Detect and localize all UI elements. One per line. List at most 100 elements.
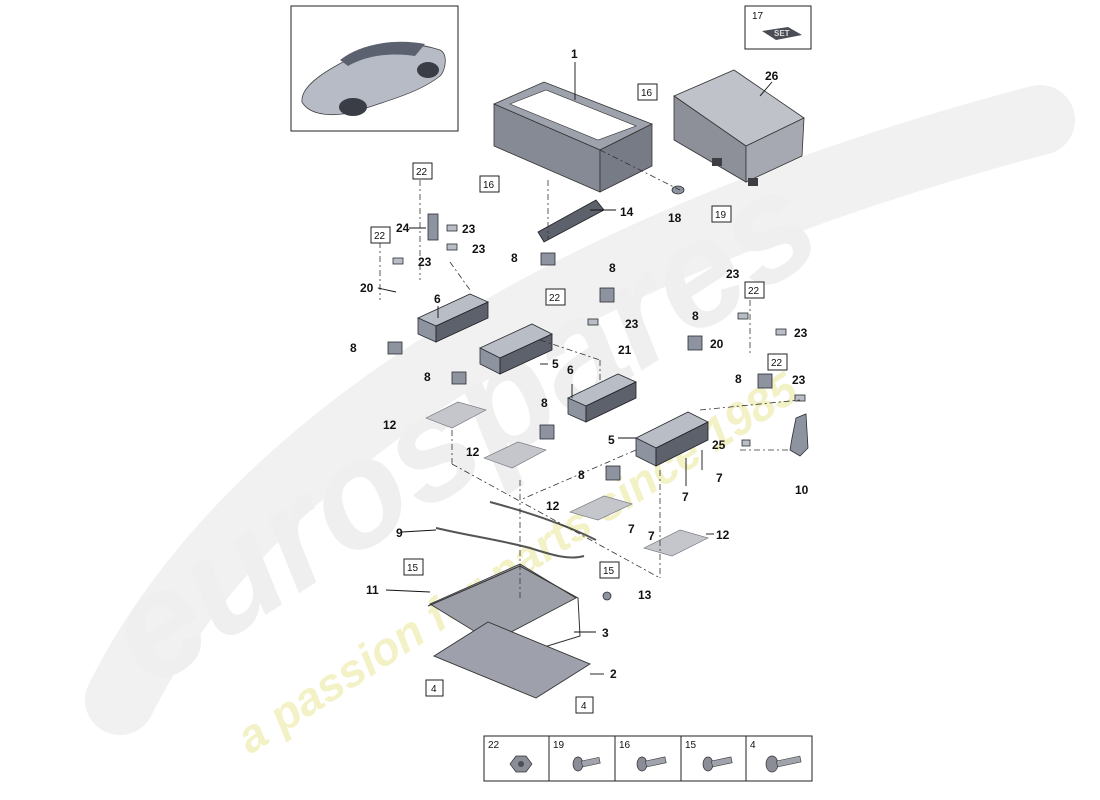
label-8-d: 8 <box>424 370 431 384</box>
clip-8-f <box>757 373 773 389</box>
part-11-cover <box>429 563 577 643</box>
fastener-number-2: 16 <box>619 740 631 751</box>
part-23-f <box>775 328 787 336</box>
part-23-e <box>737 312 749 320</box>
label-23-g: 23 <box>792 373 806 387</box>
battery-module-5-right <box>635 411 709 467</box>
label-12-a: 12 <box>383 418 397 432</box>
label-11: 11 <box>366 583 379 597</box>
screw-icon <box>572 756 601 772</box>
clip-8-h <box>605 465 621 481</box>
label-10: 10 <box>795 483 809 497</box>
boxed-refs: 16 16 19 22 22 22 22 22 15 15 4 4 <box>370 83 788 714</box>
label-7-a: 7 <box>716 471 723 485</box>
part-18-plug <box>671 185 685 195</box>
part-13-grommet <box>602 591 612 601</box>
ref-19: 19 <box>715 210 727 221</box>
label-5-a: 5 <box>552 357 559 371</box>
label-23-d: 23 <box>625 317 639 331</box>
label-8-b: 8 <box>609 261 616 275</box>
set-box: 17 SET <box>744 5 812 50</box>
label-20-a: 20 <box>360 281 374 295</box>
pad-12-b <box>483 441 547 469</box>
label-23-a: 23 <box>462 222 476 236</box>
fastener-number-0: 22 <box>488 740 500 751</box>
part-23-b <box>446 243 458 251</box>
label-8-f: 8 <box>735 372 742 386</box>
part-3-seal <box>427 565 581 653</box>
label-13: 13 <box>638 588 652 602</box>
part-10-bracket <box>789 413 809 457</box>
label-6-b: 6 <box>567 363 574 377</box>
label-18: 18 <box>668 211 682 225</box>
part-26-packaging-box <box>673 69 805 186</box>
label-14: 14 <box>620 205 634 219</box>
screw-icon <box>702 756 733 772</box>
clip-8-e <box>687 335 703 351</box>
pad-12-c <box>569 495 633 521</box>
part-23-g <box>794 394 806 402</box>
part-23-d <box>587 318 599 326</box>
label-21: 21 <box>618 343 632 357</box>
part-23-c <box>392 257 404 265</box>
clip-8-c <box>387 341 403 355</box>
ref-15-b: 15 <box>603 566 615 577</box>
part-25-screw <box>741 439 751 447</box>
label-24: 24 <box>396 221 410 235</box>
part-23-a <box>446 224 458 232</box>
label-8-g: 8 <box>541 396 548 410</box>
battery-module-6-right <box>567 373 637 423</box>
label-12-b: 12 <box>466 445 480 459</box>
screw-icon <box>765 755 802 773</box>
pad-12-a <box>425 401 487 429</box>
fastener-number-3: 15 <box>685 740 697 751</box>
label-12-c: 12 <box>546 499 560 513</box>
label-7-b: 7 <box>682 490 689 504</box>
ref-15-a: 15 <box>407 563 419 574</box>
part-24-holder <box>427 213 439 241</box>
set-tag: SET <box>774 29 790 38</box>
ref-16-b: 16 <box>483 180 495 191</box>
label-23-e: 23 <box>726 267 740 281</box>
part-1-battery-frame <box>493 81 653 193</box>
ref-22-a: 22 <box>416 167 428 178</box>
part-9-harness <box>435 527 585 559</box>
label-12-d: 12 <box>716 528 730 542</box>
clip-8-g <box>539 424 555 440</box>
vehicle-thumbnail <box>290 5 459 132</box>
clip-8-d <box>451 371 467 385</box>
label-1: 1 <box>571 47 578 61</box>
label-7-c: 7 <box>628 522 635 536</box>
ref-16-a: 16 <box>641 88 653 99</box>
fastener-number-1: 19 <box>553 740 565 751</box>
label-20-b: 20 <box>710 337 724 351</box>
label-5-b: 5 <box>608 433 615 447</box>
battery-module-5-left <box>479 323 553 375</box>
ref-22-d: 22 <box>748 286 760 297</box>
part-14-bracket <box>537 199 605 243</box>
label-8-h: 8 <box>578 468 585 482</box>
part-2-tray <box>433 621 591 699</box>
fastener-number-4: 4 <box>750 740 756 751</box>
label-25: 25 <box>712 438 726 452</box>
screw-icon <box>636 756 667 772</box>
clip-8-a <box>540 252 556 266</box>
label-8-e: 8 <box>692 309 699 323</box>
label-8-c: 8 <box>350 341 357 355</box>
fastener-table: 22 19 16 15 4 <box>483 735 813 782</box>
battery-module-6-left <box>417 293 489 343</box>
label-26: 26 <box>765 69 779 83</box>
label-23-c: 23 <box>418 255 432 269</box>
label-9: 9 <box>396 526 403 540</box>
label-23-f: 23 <box>794 326 808 340</box>
ref-4-a: 4 <box>431 684 437 695</box>
label-2: 2 <box>610 667 617 681</box>
set-box-number: 17 <box>752 11 764 22</box>
nut-icon <box>509 755 533 773</box>
label-3: 3 <box>602 626 609 640</box>
leader-lines <box>377 62 773 675</box>
ref-22-c: 22 <box>549 293 561 304</box>
assembly-lines <box>379 149 801 600</box>
ref-4-b: 4 <box>581 701 587 712</box>
